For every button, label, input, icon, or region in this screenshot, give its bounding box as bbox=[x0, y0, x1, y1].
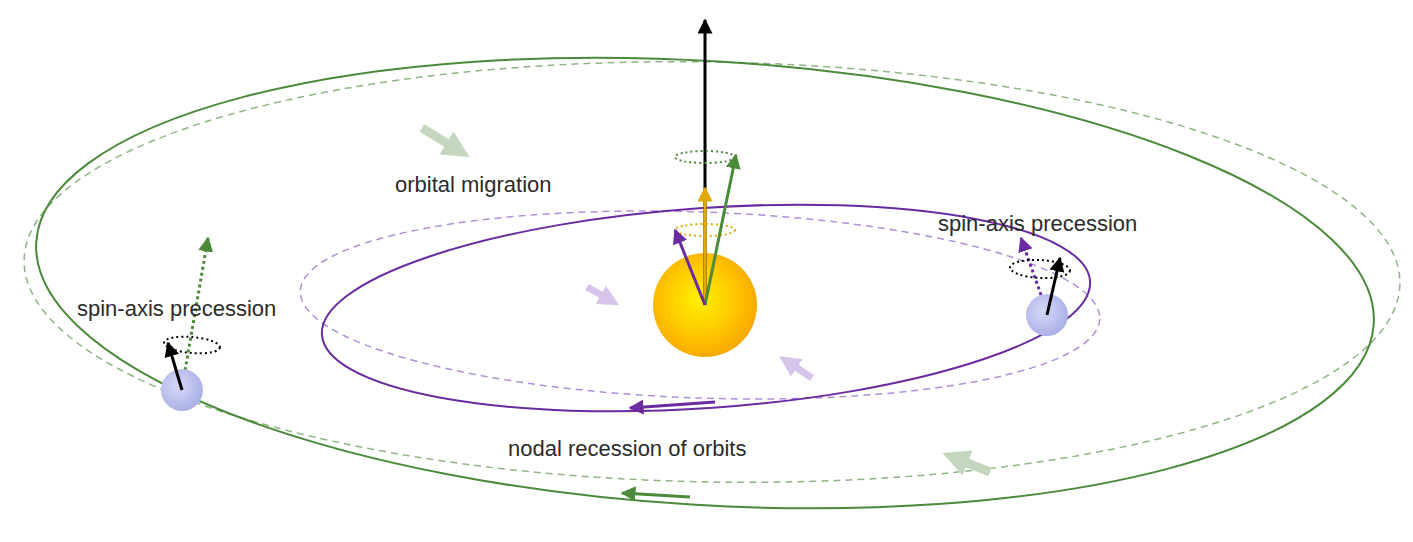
migration-arrow bbox=[587, 287, 610, 300]
annotation-label: nodal recession of orbits bbox=[508, 436, 746, 462]
annotation-label: spin-axis precession bbox=[938, 211, 1137, 237]
precession-circle bbox=[1010, 258, 1071, 279]
spin-axis-arrow bbox=[1047, 258, 1060, 315]
annotation-label: spin-axis precession bbox=[77, 296, 276, 322]
migration-arrow bbox=[422, 128, 458, 150]
outer-orbit bbox=[23, 21, 1388, 542]
spin-axis-arrow bbox=[168, 343, 182, 390]
migration-arrow bbox=[788, 362, 812, 378]
precession-circle bbox=[675, 151, 735, 163]
nodal-recession-arrow bbox=[630, 402, 715, 408]
annotation-label: orbital migration bbox=[395, 172, 552, 198]
outer-orbit-normal bbox=[705, 155, 736, 305]
inner-orbit-normal bbox=[675, 230, 705, 305]
star-spin-arrow bbox=[704, 188, 707, 305]
migration-arrow bbox=[955, 458, 990, 472]
nodal-recession-arrow bbox=[622, 493, 690, 497]
old-outer-orbit bbox=[20, 50, 1403, 494]
